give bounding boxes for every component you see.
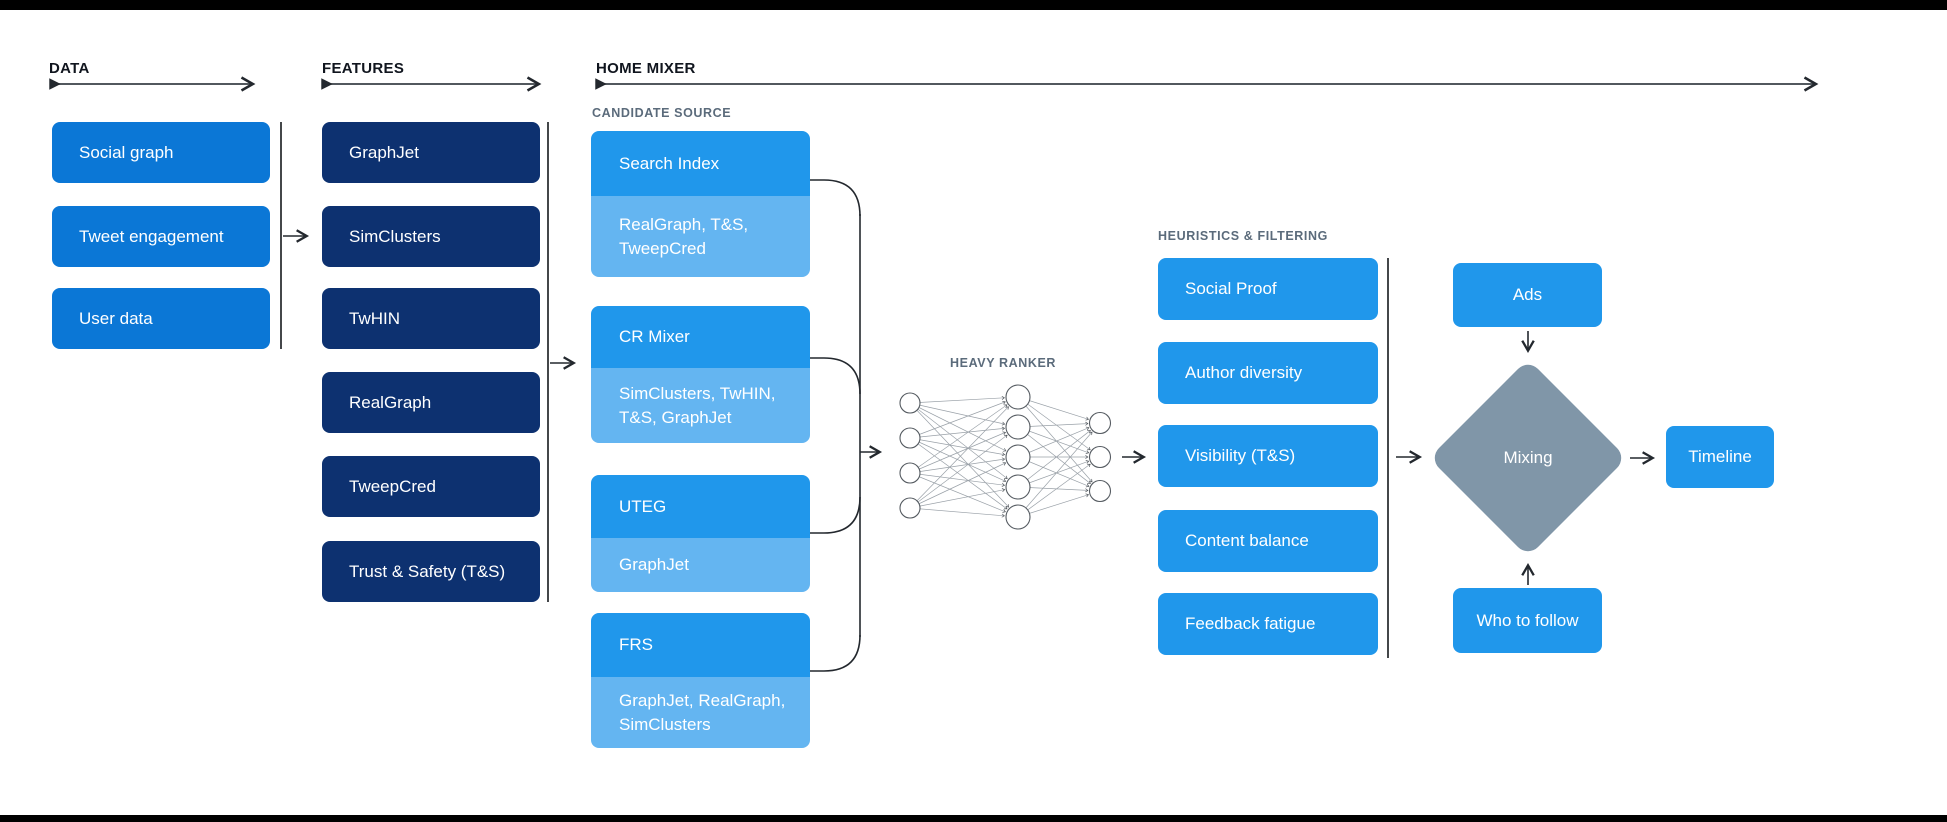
box-user-data: User data bbox=[52, 288, 270, 349]
heavy-ranker-label: HEAVY RANKER bbox=[950, 356, 1057, 370]
box-graphjet: GraphJet bbox=[322, 122, 540, 183]
candidate-uteg: UTEG GraphJet bbox=[591, 475, 810, 592]
box-realgraph: RealGraph bbox=[322, 372, 540, 433]
curve-search-index bbox=[810, 179, 861, 217]
box-tweet-engagement: Tweet engagement bbox=[52, 206, 270, 267]
box-visibility-ts: Visibility (T&S) bbox=[1158, 425, 1378, 487]
box-feedback-fatigue: Feedback fatigue bbox=[1158, 593, 1378, 655]
box-social-graph: Social graph bbox=[52, 122, 270, 183]
box-content-balance: Content balance bbox=[1158, 510, 1378, 572]
curve-uteg bbox=[810, 496, 861, 534]
heuristics-filtering-label: HEURISTICS & FILTERING bbox=[1158, 229, 1328, 243]
top-letterbox-bar bbox=[0, 0, 1947, 10]
box-trust-safety: Trust & Safety (T&S) bbox=[322, 541, 540, 602]
box-social-proof: Social Proof bbox=[1158, 258, 1378, 320]
candidate-cr-mixer: CR Mixer SimClusters, TwHIN, T&S, GraphJ… bbox=[591, 306, 810, 443]
candidate-features: GraphJet bbox=[591, 538, 810, 592]
features-section-title: FEATURES bbox=[322, 60, 405, 77]
candidate-title: UTEG bbox=[591, 475, 810, 538]
candidate-features: SimClusters, TwHIN, T&S, GraphJet bbox=[591, 368, 810, 443]
candidate-source-label: CANDIDATE SOURCE bbox=[592, 106, 732, 120]
box-timeline: Timeline bbox=[1666, 426, 1774, 488]
data-section-title: DATA bbox=[49, 60, 90, 77]
candidate-search-index: Search Index RealGraph, T&S, TweepCred bbox=[591, 131, 810, 277]
box-simclusters: SimClusters bbox=[322, 206, 540, 267]
box-twhin: TwHIN bbox=[322, 288, 540, 349]
candidate-frs: FRS GraphJet, RealGraph, SimClusters bbox=[591, 613, 810, 748]
candidate-features: RealGraph, T&S, TweepCred bbox=[591, 196, 810, 277]
home-mixer-section-title: HOME MIXER bbox=[596, 60, 696, 77]
curve-frs bbox=[810, 634, 861, 672]
neural-network-icon bbox=[899, 384, 1112, 530]
box-author-diversity: Author diversity bbox=[1158, 342, 1378, 404]
box-tweepcred: TweepCred bbox=[322, 456, 540, 517]
candidate-features: GraphJet, RealGraph, SimClusters bbox=[591, 677, 810, 748]
box-who-to-follow: Who to follow bbox=[1453, 588, 1602, 653]
mixing-diamond-label: Mixing bbox=[1503, 448, 1553, 467]
curve-cr-mixer bbox=[810, 357, 861, 395]
candidate-title: CR Mixer bbox=[591, 306, 810, 368]
bottom-letterbox-bar bbox=[0, 815, 1947, 822]
candidate-title: FRS bbox=[591, 613, 810, 677]
candidate-title: Search Index bbox=[591, 131, 810, 196]
box-ads: Ads bbox=[1453, 263, 1602, 327]
